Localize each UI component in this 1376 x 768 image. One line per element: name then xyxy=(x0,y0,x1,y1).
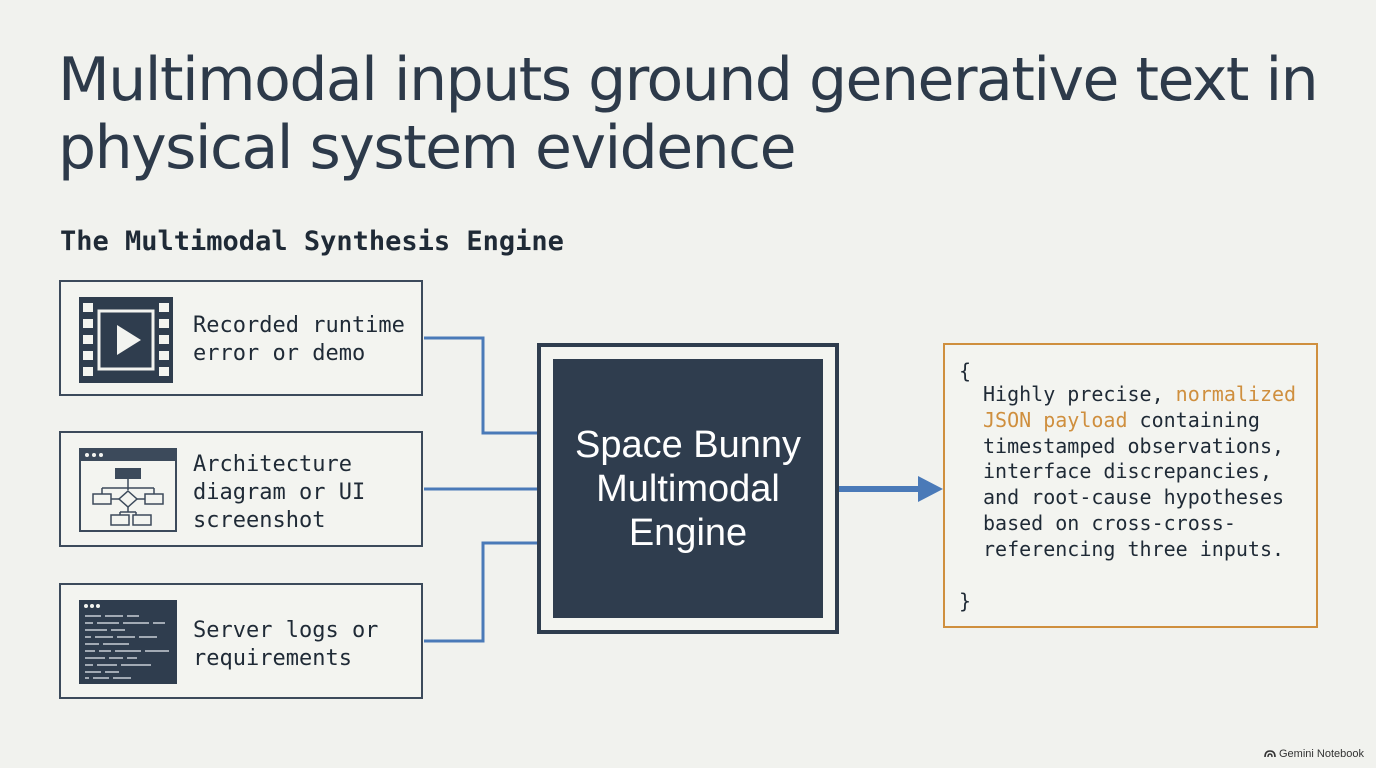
output-highlight: normalized JSON payload xyxy=(983,382,1297,432)
connector-video xyxy=(424,336,537,435)
engine-panel: Space Bunny Multimodal Engine xyxy=(553,359,823,618)
input-diagram-label: Architecture diagram or UI screenshot xyxy=(193,452,366,533)
connector-logs xyxy=(424,541,537,643)
engine-box: Space Bunny Multimodal Engine xyxy=(537,343,839,634)
terminal-logs-icon xyxy=(79,600,177,689)
page-title: Multimodal inputs ground generative text… xyxy=(58,45,1319,183)
input-logs-box: Server logs or requirements xyxy=(59,583,423,699)
gemini-notebook-icon xyxy=(1264,750,1276,758)
engine-label: Space Bunny Multimodal Engine xyxy=(574,423,802,554)
input-logs-label: Server logs or requirements xyxy=(193,618,379,671)
output-open-brace: { xyxy=(959,359,972,383)
output-arrow-head xyxy=(918,476,943,502)
diagram-subtitle: The Multimodal Synthesis Engine xyxy=(60,226,564,257)
input-video-box: Recorded runtime error or demo xyxy=(59,280,423,396)
footer-label: Gemini Notebook xyxy=(1279,748,1364,760)
input-diagram-box: Architecture diagram or UI screenshot xyxy=(59,431,423,547)
output-description: Highly precise, normalized JSON payload … xyxy=(983,382,1313,563)
output-text-after: containing timestamped observations, int… xyxy=(983,407,1285,561)
output-json-box: { Highly precise, normalized JSON payloa… xyxy=(943,343,1318,628)
film-play-icon xyxy=(79,297,173,388)
footer-brand: Gemini Notebook xyxy=(1264,748,1364,760)
output-text-before: Highly precise, xyxy=(983,382,1176,406)
output-close-brace: } xyxy=(959,589,972,613)
flowchart-window-icon xyxy=(79,448,177,537)
input-video-label: Recorded runtime error or demo xyxy=(193,313,405,366)
